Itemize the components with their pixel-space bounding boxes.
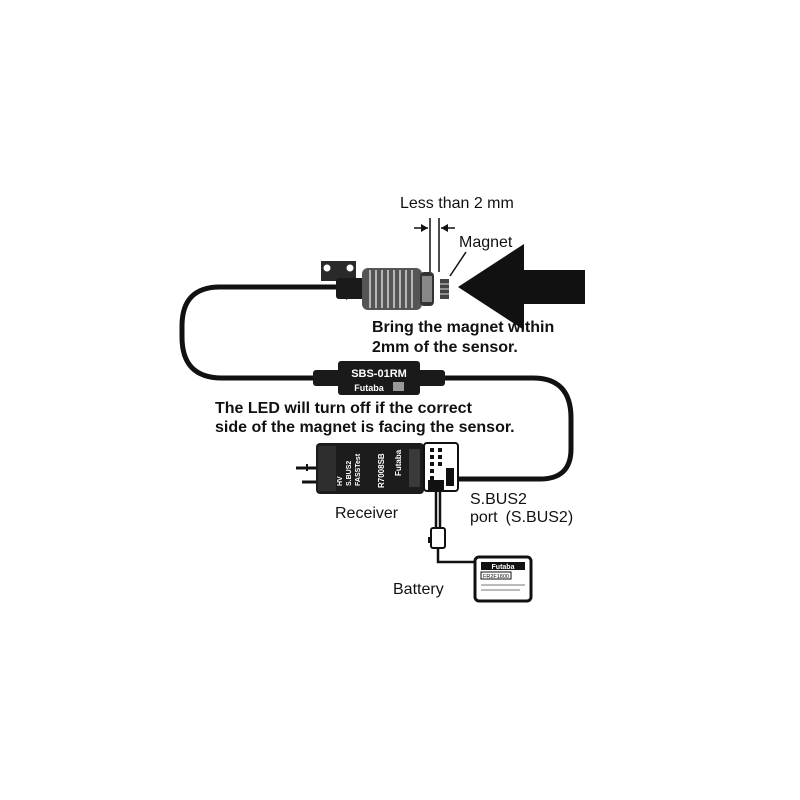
receiver-label: Receiver — [335, 505, 399, 522]
magnet — [440, 279, 449, 299]
sensor-body — [362, 268, 422, 310]
receiver-unit: FASSTest S.BUS2 HV R7008SB Futaba — [296, 442, 459, 494]
battery-connector — [430, 527, 446, 549]
sensor-collar — [336, 278, 366, 299]
magnet-leader-line — [449, 251, 467, 277]
battery-cable — [434, 490, 476, 564]
sensor-model-label: SBS-01RM — [351, 368, 407, 380]
sbus2-port-label-2: port (S.BUS2) — [470, 509, 573, 526]
receiver-model-label: R7008SB — [377, 453, 386, 488]
battery-model-label: FR2F1800 — [483, 574, 509, 580]
receiver-badge-fasst: FASSTest — [355, 453, 362, 486]
sensor-brand-label: Futaba — [354, 383, 384, 393]
battery-label: Battery — [393, 581, 444, 598]
receiver-body — [316, 443, 424, 494]
led-line-2: side of the magnet is facing the sensor. — [215, 419, 515, 436]
instruction-line-1: Bring the magnet within — [372, 319, 554, 336]
gap-dimension — [414, 218, 455, 272]
battery-brand-label: Futaba — [492, 564, 515, 571]
led-line-1: The LED will turn off if the correct — [215, 400, 473, 417]
sbus2-port-label-1: S.BUS2 — [470, 491, 527, 508]
instruction-line-2: 2mm of the sensor. — [372, 339, 518, 356]
receiver-badge-sbus: S.BUS2 — [346, 461, 353, 486]
sbus2-port — [446, 468, 454, 486]
rpm-sensor — [321, 261, 434, 310]
receiver-cable — [442, 375, 574, 482]
sensor-cable — [179, 284, 336, 381]
receiver-brand-label: Futaba — [394, 449, 403, 476]
magnet-label: Magnet — [459, 234, 513, 251]
sbs-01rm-module: SBS-01RM Futaba — [313, 361, 445, 395]
receiver-badge-hv: HV — [337, 476, 344, 486]
gap-label: Less than 2 mm — [400, 195, 514, 212]
battery-unit: Futaba FR2F1800 — [473, 555, 533, 603]
direction-arrow — [458, 244, 585, 330]
